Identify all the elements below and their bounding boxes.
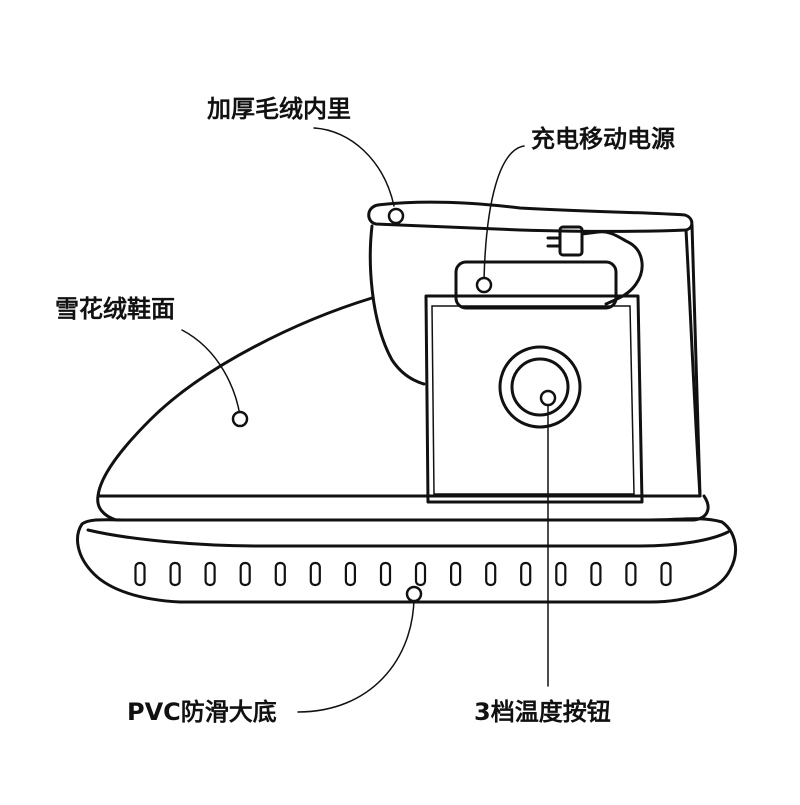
sole-tread-slot xyxy=(309,561,321,587)
temperature-button-inner xyxy=(510,357,570,417)
boot-cuff-outline xyxy=(367,200,694,233)
dot-upper xyxy=(231,410,249,428)
sole-tread-slot xyxy=(169,561,181,587)
dot-lining xyxy=(387,207,405,225)
dot-button xyxy=(539,389,557,407)
sole-tread-slot xyxy=(520,561,532,587)
label-sole: PVC防滑大底 xyxy=(127,698,277,726)
sole-tread-slot xyxy=(555,561,567,587)
dot-power-bank xyxy=(475,276,493,294)
usb-plug-tail xyxy=(546,236,562,248)
sole-tread-slot xyxy=(590,561,602,587)
label-upper: 雪花绒鞋面 xyxy=(55,295,175,323)
leader-lining xyxy=(313,127,395,207)
sole-tread-slot xyxy=(450,561,462,587)
dot-sole xyxy=(405,585,423,603)
pocket-outline xyxy=(424,294,644,504)
sole-tread-slot xyxy=(204,561,216,587)
temperature-button-outer xyxy=(498,345,582,429)
sole-tread-slot xyxy=(660,561,672,587)
boot-upper-outline xyxy=(96,223,702,498)
leader-sole xyxy=(297,595,415,713)
sole-tread-slot xyxy=(274,561,286,587)
pocket-inner-stitch xyxy=(431,305,635,495)
outsole-upper-edge xyxy=(86,528,730,548)
label-button: 3档温度按钮 xyxy=(474,698,611,726)
leader-power-bank xyxy=(483,145,525,281)
sole-tread-slot xyxy=(485,561,497,587)
midsole-band xyxy=(96,494,710,522)
sole-tread-slot xyxy=(379,561,392,587)
usb-plug xyxy=(558,225,584,257)
sole-tread-slot xyxy=(625,561,637,587)
boot-shaft-right xyxy=(684,228,702,498)
label-lining: 加厚毛绒内里 xyxy=(207,95,351,123)
boot-shaft-left xyxy=(368,224,426,386)
sole-tread-slot xyxy=(134,561,146,587)
power-bank xyxy=(454,260,618,310)
charging-cable xyxy=(580,230,644,306)
sole-tread-slot xyxy=(344,561,356,587)
sole-tread-group xyxy=(134,561,672,587)
sole-tread-slot xyxy=(239,561,251,587)
sole-tread-slot xyxy=(414,561,427,587)
label-power-bank: 充电移动电源 xyxy=(531,125,675,153)
leader-upper xyxy=(181,329,241,417)
outsole-outline xyxy=(76,517,738,604)
